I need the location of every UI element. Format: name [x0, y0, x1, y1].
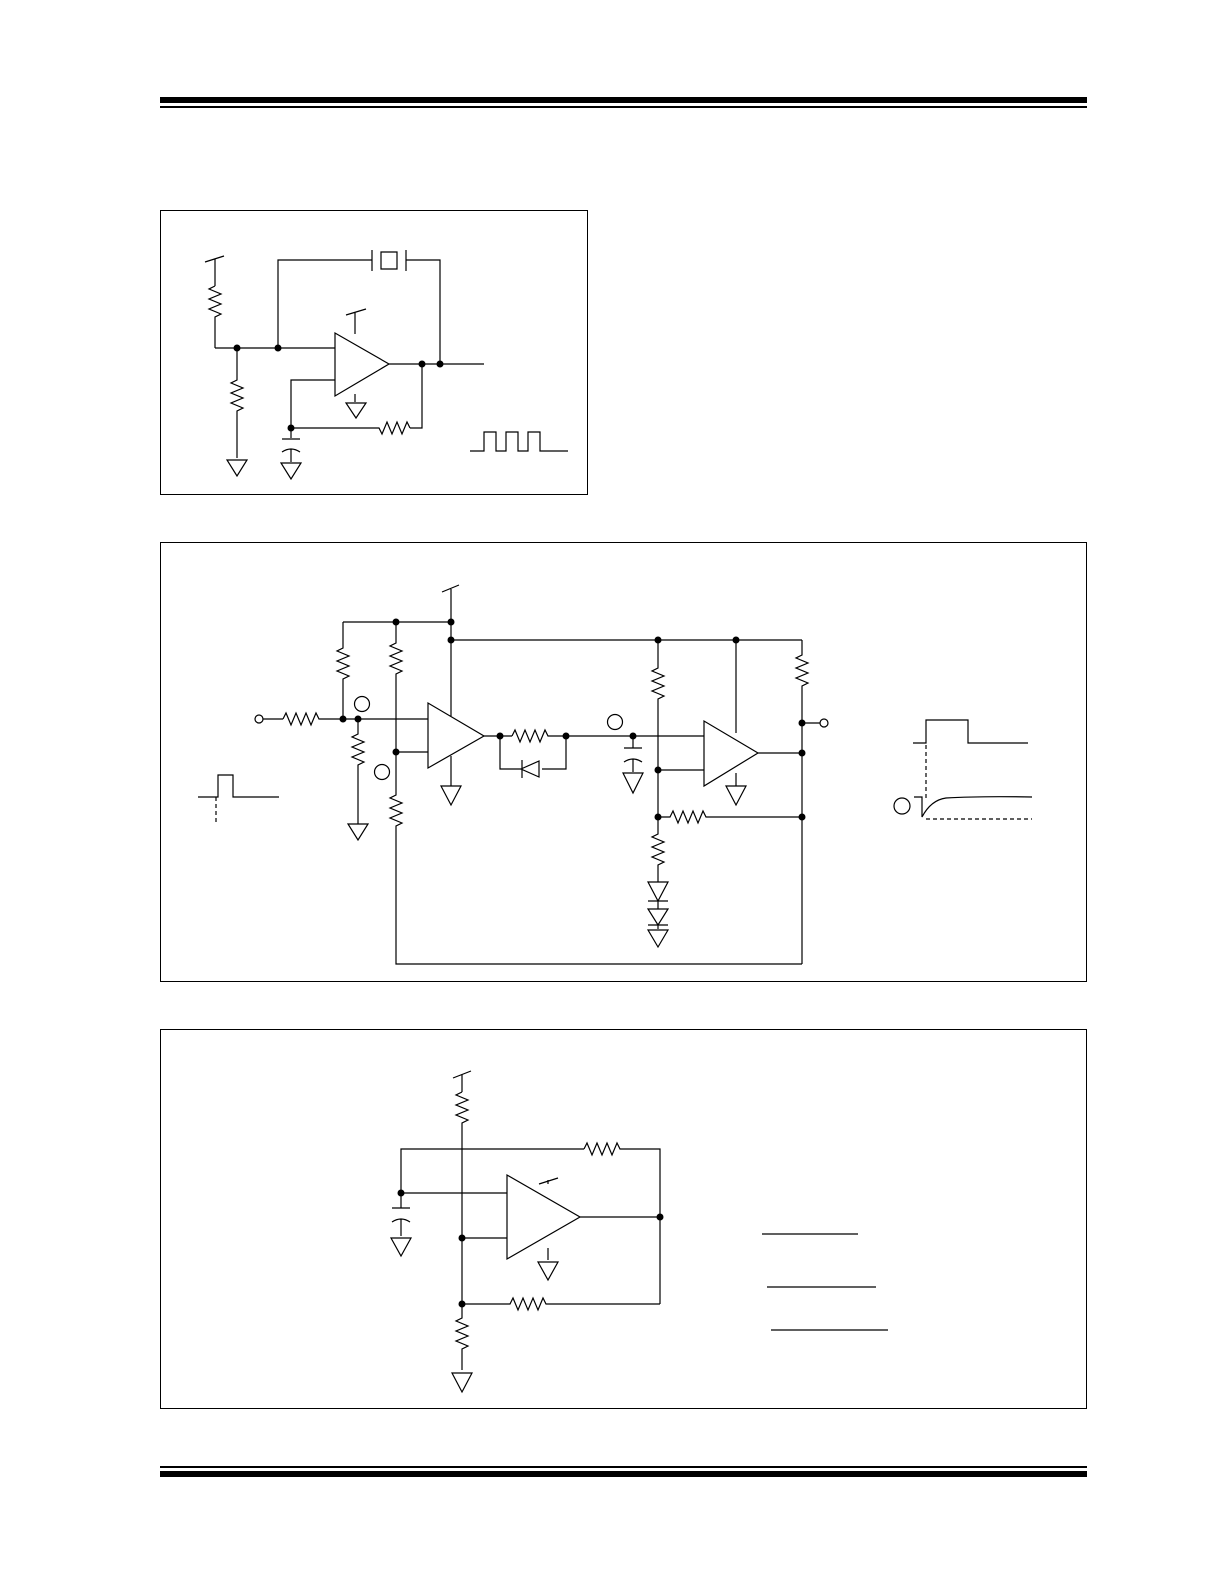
- capacitor-voltage-waveform: [914, 796, 1033, 818]
- capacitor-c2: [623, 736, 643, 772]
- resistor-r1: [207, 285, 223, 348]
- input-pulse-waveform: [198, 774, 279, 798]
- resistor-r-bias: [650, 817, 666, 882]
- figure-panel-crystal-oscillator: [160, 210, 588, 495]
- resistor-r2: [229, 348, 245, 458]
- resistor-r-ref-top: [388, 622, 404, 752]
- resistor-r-divider: [350, 719, 366, 802]
- figure-panel-pulse-circuit: [160, 542, 1087, 982]
- resistor-rf: [583, 1141, 661, 1304]
- resistor-rb: [454, 1304, 470, 1370]
- schematic-hysteresis-oscillator: [389, 1070, 888, 1394]
- resistor-r-pullup-out: [794, 640, 810, 723]
- resistor-r-hyst: [658, 809, 802, 825]
- resistor-r3: [291, 420, 411, 436]
- crystal-symbol: [371, 250, 407, 271]
- resistor-r-ref2: [650, 640, 666, 817]
- diode-d2: [647, 881, 669, 903]
- resistor-r-ref-bottom: [388, 752, 802, 965]
- footer-rule-thick: [160, 1471, 1087, 1477]
- schematic-crystal-oscillator: [204, 250, 568, 481]
- output-pulse-waveform: [913, 719, 1028, 744]
- capacitor-c3: [391, 1193, 411, 1236]
- diode-d3: [646, 901, 670, 927]
- resistor-r-charge: [511, 728, 566, 744]
- footer-rule-thin: [160, 1466, 1087, 1468]
- header-rule-thick: [160, 97, 1087, 103]
- header-rule-thin: [160, 106, 1087, 108]
- diode-d1: [519, 760, 540, 778]
- ground-symbol: [225, 459, 249, 478]
- opamp-u3: [703, 719, 760, 788]
- schematic-pulse-circuit: [198, 584, 1033, 965]
- square-wave: [470, 431, 568, 452]
- resistor-r-pullup-a: [335, 622, 351, 719]
- opamp-u1: [334, 331, 391, 398]
- figure-panel-hysteresis-oscillator: [160, 1029, 1087, 1409]
- opamp-u4: [506, 1173, 582, 1261]
- resistor-rh: [462, 1296, 660, 1312]
- capacitor-c1: [281, 428, 301, 462]
- resistor-rin: [282, 711, 343, 727]
- resistor-ra: [454, 1091, 470, 1135]
- opamp-u2: [427, 701, 486, 770]
